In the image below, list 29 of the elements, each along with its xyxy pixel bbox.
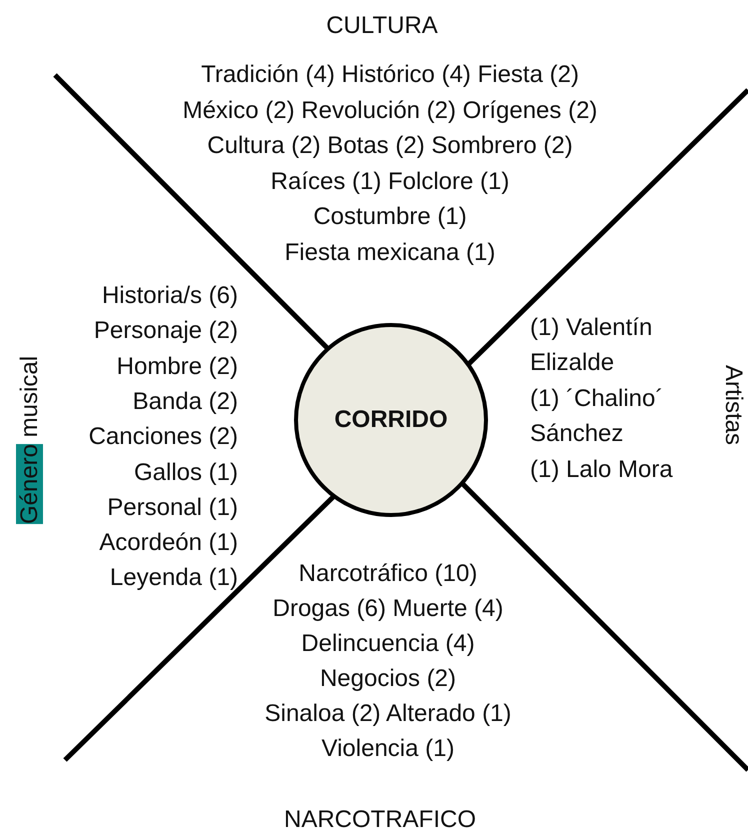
artist-entry: (1) Lalo Mora	[530, 455, 674, 485]
center-label: CORRIDO	[334, 406, 448, 434]
term-item: Personal (1)	[107, 494, 238, 522]
term-list-line: Violencia (1)	[322, 735, 454, 763]
term-item: Personaje (2)	[94, 317, 238, 346]
artist-entry: (1) ´Chalino´ Sánchez	[530, 384, 664, 449]
term-list-line: Sinaloa (2) Alterado (1)	[264, 700, 512, 728]
term-list-line: Tradición (4) Histórico (4) Fiesta (2)	[201, 61, 579, 89]
artist-entry: (1) Valentín Elizalde	[530, 313, 654, 378]
term-item: Acordeón (1)	[99, 529, 238, 558]
term-list-line: Costumbre (1)	[313, 203, 467, 231]
term-item: Canciones (2)	[88, 423, 238, 452]
term-list-line: Delincuencia (4)	[301, 630, 475, 658]
term-item: Historia/s (6)	[102, 282, 238, 310]
term-item: Hombre (2)	[116, 352, 238, 381]
term-list-line: Drogas (6) Muerte (4)	[272, 595, 504, 623]
term-item: Banda (2)	[132, 388, 238, 416]
quadrant-title: CULTURA	[326, 12, 438, 40]
term-list-line: Narcotráfico (10)	[298, 560, 478, 588]
term-list-line: Cultura (2) Botas (2) Sombrero (2)	[207, 132, 573, 160]
quadrant-title: NARCOTRAFICO	[284, 806, 476, 831]
term-list-line: México (2) Revolución (2) Orígenes (2)	[182, 96, 598, 124]
term-item: Gallos (1)	[134, 458, 238, 486]
term-item: Leyenda (1)	[110, 564, 238, 592]
quadrant-title: Artistas	[719, 365, 747, 445]
quadrant-title: Género musical	[16, 356, 44, 524]
term-list-line: Fiesta mexicana (1)	[284, 238, 496, 266]
term-list-line: Raíces (1) Folclore (1)	[270, 168, 510, 196]
term-list-line: Negocios (2)	[320, 665, 456, 693]
